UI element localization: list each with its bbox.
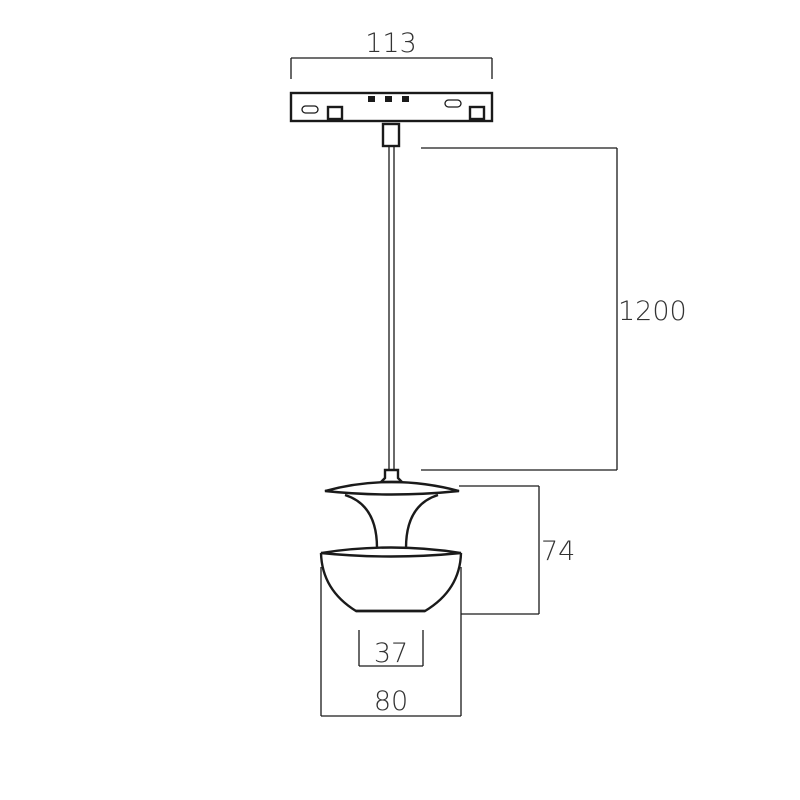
dimension-37: 37 bbox=[358, 630, 424, 669]
dimension-1200: 1200 bbox=[421, 147, 687, 471]
dimension-label-37: 37 bbox=[374, 638, 408, 669]
center-contact-2 bbox=[385, 96, 392, 102]
center-contact-3 bbox=[402, 96, 409, 102]
upper-dish bbox=[324, 480, 460, 549]
right-square-contact bbox=[468, 105, 486, 121]
dimension-label-80: 80 bbox=[374, 686, 408, 717]
center-contact-1 bbox=[368, 96, 375, 102]
dimension-label-1200: 1200 bbox=[618, 296, 687, 327]
dimension-80: 80 bbox=[320, 567, 462, 717]
track-adapter-body bbox=[289, 91, 494, 123]
lower-bowl-shade bbox=[319, 546, 463, 613]
suspension-cable bbox=[388, 146, 395, 470]
dimension-label-74: 74 bbox=[541, 536, 575, 567]
left-square-contact bbox=[326, 105, 344, 121]
right-oval-slot bbox=[444, 99, 462, 108]
dimension-113: 113 bbox=[290, 28, 493, 79]
dimension-74: 74 bbox=[459, 485, 575, 615]
adapter-connector bbox=[381, 122, 401, 148]
track-adapter bbox=[289, 91, 494, 148]
dimension-label-113: 113 bbox=[365, 28, 417, 59]
left-oval-slot bbox=[301, 105, 319, 114]
cable-grip bbox=[378, 468, 405, 484]
